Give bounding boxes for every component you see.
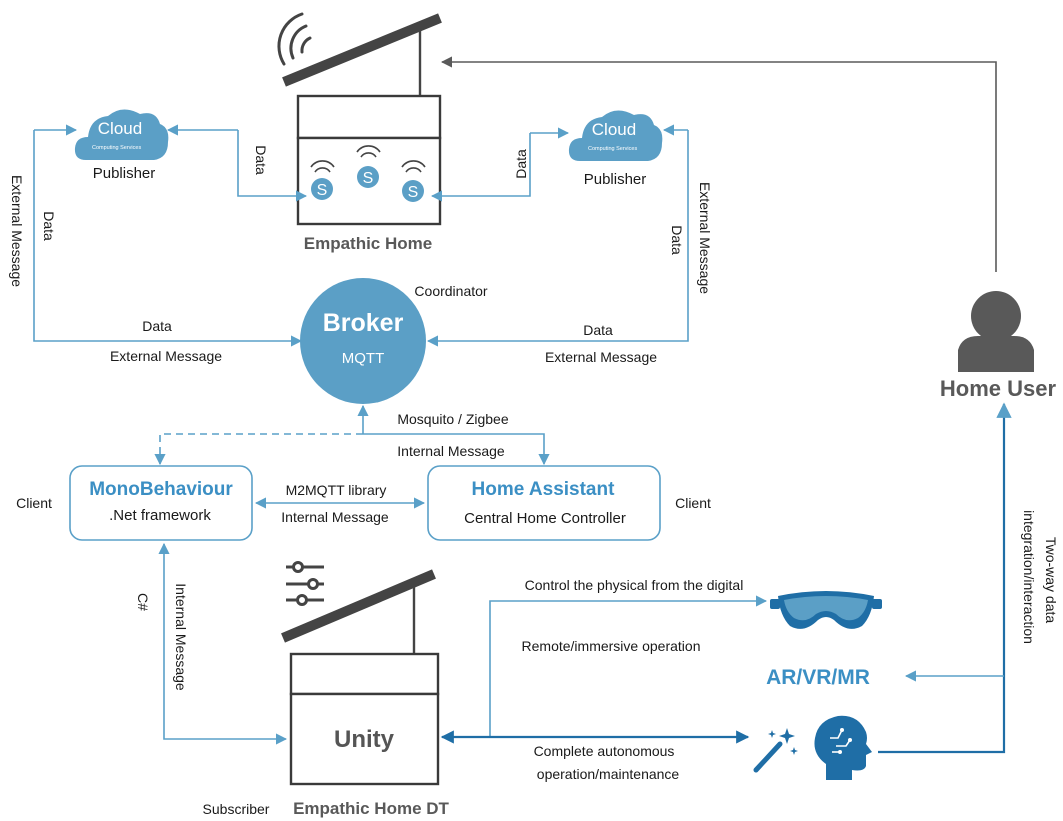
dt-main-floor <box>289 692 440 786</box>
m2mqtt-link: M2MQTT library Internal Message <box>254 482 426 525</box>
cloud-left: Cloud Computing Services Publisher <box>74 109 169 182</box>
wifi-icon <box>277 12 312 66</box>
autonomous-line1: Complete autonomous <box>534 743 675 759</box>
dt-label: Empathic Home DT <box>293 799 449 818</box>
magic-wand-icon <box>753 728 798 773</box>
broker-bottom-link-bottom: Internal Message <box>397 443 505 459</box>
dt-top-floor <box>289 652 440 696</box>
house-cloud-links: Data Data <box>166 124 570 202</box>
roof <box>281 569 436 643</box>
wifi-icon <box>356 145 381 158</box>
cloud-role: Publisher <box>584 171 647 188</box>
cloud-icon <box>74 109 169 160</box>
broker-subtitle: MQTT <box>342 350 385 367</box>
unity-label: Unity <box>334 726 395 753</box>
between-top: M2MQTT library <box>286 482 387 498</box>
right-vertical-inner: Data <box>669 225 685 255</box>
broker: Broker MQTT Coordinator <box>300 278 488 404</box>
broker-bottom-links: Mosquito / Zigbee Internal Message <box>154 404 550 466</box>
wifi-icon <box>401 160 426 173</box>
sensor-right: S <box>401 160 426 202</box>
sensor-left: S <box>310 160 335 200</box>
vr-headset-icon <box>770 591 882 629</box>
bottom-house: Unity Subscriber Empathic Home DT <box>203 561 450 818</box>
ha-title: Home Assistant <box>472 479 616 500</box>
mono-title: MonoBehaviour <box>89 479 233 500</box>
monobehaviour-box: MonoBehaviour .Net framework Client <box>16 465 253 541</box>
home-user: Home User <box>940 291 1057 401</box>
sensor-middle: S <box>356 145 381 188</box>
broker-bottom-link-top: Mosquito / Zigbee <box>397 411 508 427</box>
left-external-link: External Message Data Data External Mess… <box>9 124 303 364</box>
cloud-right: Cloud Computing Services Publisher <box>568 110 663 188</box>
right-vertical-outer: External Message <box>697 182 713 294</box>
cloud-title: Cloud <box>592 120 636 139</box>
control-link: Control the physical from the digital Re… <box>489 577 768 738</box>
home-user-label: Home User <box>940 376 1057 401</box>
two-way-line1: Two-way data <box>1043 537 1059 624</box>
wifi-icon <box>310 160 335 173</box>
sensor-letter: S <box>408 184 419 201</box>
left-vertical-outer: External Message <box>9 175 25 287</box>
broker-right-in-top: Data <box>583 322 613 338</box>
link-label-data-right: Data <box>513 149 529 179</box>
autonomous-link: Complete autonomous operation/maintenanc… <box>440 730 750 782</box>
broker-role: Coordinator <box>414 283 487 299</box>
mono-to-unity-link: Internal Message C# <box>135 542 288 745</box>
link-label-data-left: Data <box>253 145 269 175</box>
top-house-label: Empathic Home <box>304 234 432 253</box>
sliders-icon <box>286 561 324 606</box>
home-user-to-house-arrow <box>440 56 997 272</box>
dt-role: Subscriber <box>203 801 270 817</box>
home-assistant-box: Home Assistant Central Home Controller C… <box>427 465 711 541</box>
two-way-link: Two-way data integration/interaction <box>878 402 1059 754</box>
cloud-role: Publisher <box>93 165 156 182</box>
sensor-letter: S <box>363 170 374 187</box>
mono-unity-outer: Internal Message <box>173 583 189 691</box>
mono-subtitle: .Net framework <box>109 507 211 524</box>
mono-role: Client <box>16 495 52 511</box>
mono-unity-inner: C# <box>135 593 151 611</box>
control-link-top: Control the physical from the digital <box>525 577 744 593</box>
ha-subtitle: Central Home Controller <box>464 510 626 527</box>
broker-left-in-bottom: External Message <box>110 348 222 364</box>
sensor-letter: S <box>317 182 328 199</box>
top-house: S S S Empathic Home <box>277 12 442 253</box>
left-vertical-inner: Data <box>41 211 57 241</box>
cloud-subtitle: Computing Services <box>588 146 637 152</box>
two-way-line2: integration/interaction <box>1021 510 1037 644</box>
between-bottom: Internal Message <box>281 509 389 525</box>
roof <box>282 13 442 87</box>
ai-head-icon <box>814 715 872 780</box>
arvr-label: AR/VR/MR <box>766 666 870 689</box>
broker-right-in-bottom: External Message <box>545 349 657 365</box>
ha-role: Client <box>675 495 711 511</box>
cloud-subtitle: Computing Services <box>92 145 141 151</box>
control-link-bottom: Remote/immersive operation <box>522 638 701 654</box>
house-top-floor <box>296 94 442 140</box>
broker-left-in-top: Data <box>142 318 172 334</box>
user-icon <box>958 291 1034 372</box>
broker-title: Broker <box>323 309 404 337</box>
right-external-link: External Message Data Data External Mess… <box>426 124 713 365</box>
cloud-icon <box>568 110 663 161</box>
cloud-title: Cloud <box>98 119 142 138</box>
autonomous-line2: operation/maintenance <box>537 766 680 782</box>
